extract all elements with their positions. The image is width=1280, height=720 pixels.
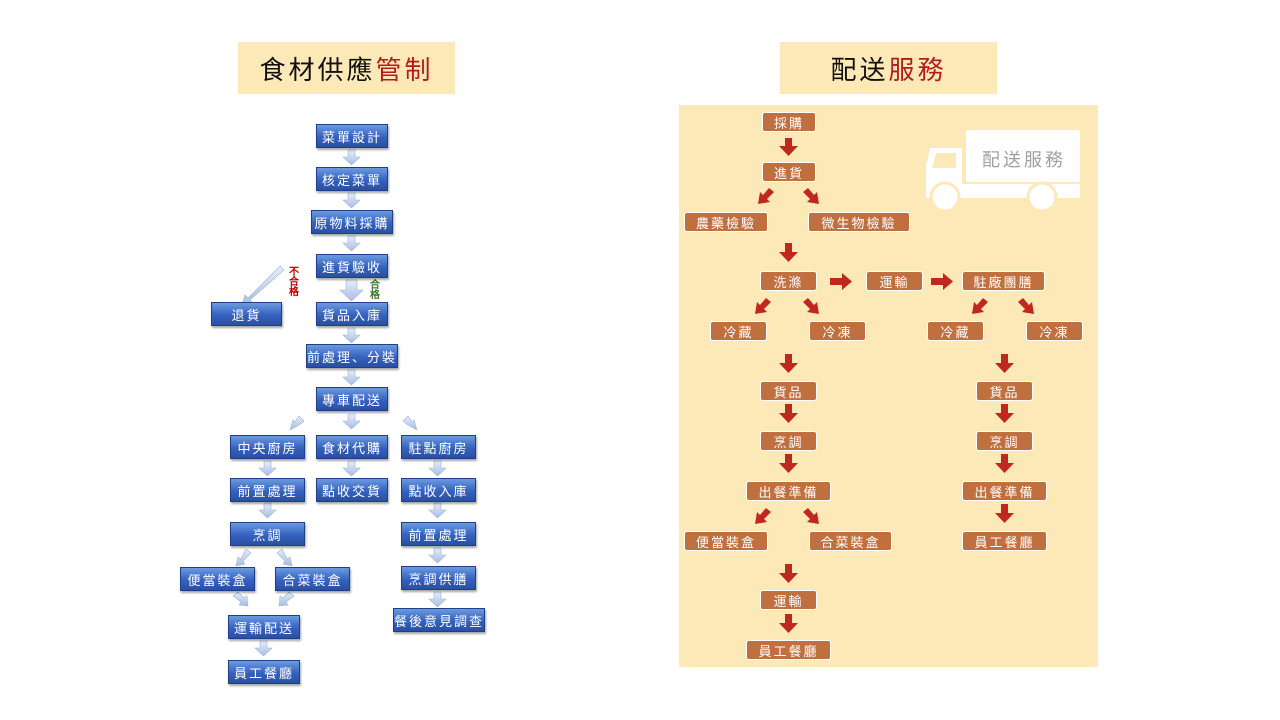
arrow-down-icon bbox=[342, 235, 361, 252]
node-handover: 點收交貨 bbox=[316, 478, 388, 502]
arrow-down-icon bbox=[428, 460, 447, 477]
node-cook-1: 烹調 bbox=[230, 522, 305, 546]
node-cook-serve: 烹調供膳 bbox=[401, 566, 476, 590]
arrow-down-icon bbox=[254, 640, 273, 657]
node-central-kitchen: 中央廚房 bbox=[230, 435, 305, 459]
arrow-down-left-icon bbox=[755, 298, 771, 314]
arrow-down-icon bbox=[342, 327, 361, 344]
arrow-right-icon bbox=[830, 273, 852, 290]
arrow-down-icon bbox=[779, 454, 798, 473]
arrow-down-icon bbox=[342, 413, 361, 430]
r-node-station-meal: 駐廠團膳 bbox=[962, 271, 1045, 291]
node-delivery: 專車配送 bbox=[316, 387, 388, 411]
pass-tag: 合格 bbox=[370, 280, 380, 301]
node-transport: 運輸配送 bbox=[228, 615, 300, 639]
arrow-down-icon bbox=[779, 243, 798, 262]
r-node-pesticide: 農藥檢驗 bbox=[684, 212, 768, 232]
arrow-down-left-icon bbox=[278, 591, 295, 607]
arrow-down-icon bbox=[339, 279, 364, 302]
arrow-down-right-icon bbox=[1018, 298, 1034, 314]
arrow-down-icon bbox=[428, 502, 447, 519]
arrow-down-left-icon bbox=[972, 298, 988, 314]
arrow-down-icon bbox=[342, 369, 361, 386]
arrow-down-right-icon bbox=[803, 508, 819, 524]
arrow-down-icon bbox=[779, 138, 798, 156]
node-menu-design: 菜單設計 bbox=[316, 124, 388, 148]
r-node-transport-mid: 運輸 bbox=[866, 271, 923, 291]
r-node-cook-2: 烹調 bbox=[976, 431, 1033, 451]
r-node-freeze-2: 冷凍 bbox=[1026, 321, 1083, 341]
arrow-down-right-icon bbox=[803, 298, 819, 314]
arrow-down-icon bbox=[342, 460, 361, 477]
r-node-microbe: 微生物檢驗 bbox=[808, 212, 910, 232]
r-node-canteen-2: 員工餐廳 bbox=[962, 531, 1047, 551]
left-title-main: 食材供應 bbox=[259, 55, 376, 86]
arrow-down-icon bbox=[342, 192, 361, 209]
r-node-purchase: 採購 bbox=[762, 112, 816, 132]
node-approve-menu: 核定菜單 bbox=[316, 167, 388, 191]
arrow-right-icon bbox=[931, 273, 953, 290]
r-node-prep-2: 出餐準備 bbox=[962, 481, 1047, 501]
arrow-down-right-icon bbox=[402, 415, 418, 431]
arrow-down-icon bbox=[779, 564, 798, 583]
arrow-down-icon bbox=[779, 614, 798, 633]
r-node-combo: 合菜裝盒 bbox=[809, 531, 892, 551]
r-node-incoming: 進貨 bbox=[762, 162, 816, 182]
node-storage: 貨品入庫 bbox=[316, 302, 388, 326]
node-purchase: 原物料採購 bbox=[311, 210, 393, 234]
node-inspection: 進貨驗收 bbox=[316, 254, 388, 278]
left-title: 食材供應管制 bbox=[238, 42, 455, 94]
node-return: 退貨 bbox=[211, 302, 282, 326]
node-station-kitchen: 駐點廚房 bbox=[401, 435, 476, 459]
arrow-down-icon bbox=[258, 460, 277, 477]
arrow-down-icon bbox=[342, 149, 361, 166]
arrow-down-left-icon bbox=[289, 415, 305, 431]
node-preprocess: 前處理、分裝 bbox=[306, 344, 398, 368]
arrow-down-icon bbox=[779, 404, 798, 423]
r-node-freeze-1: 冷凍 bbox=[809, 321, 866, 341]
node-pre-process-1: 前置處理 bbox=[230, 478, 305, 502]
arrow-down-right-icon bbox=[276, 548, 293, 567]
right-title: 配送服務 bbox=[780, 42, 997, 94]
arrow-down-right-icon bbox=[232, 591, 249, 607]
node-pre-process-2: 前置處理 bbox=[401, 522, 476, 546]
arrow-down-icon bbox=[995, 504, 1014, 523]
arrow-down-icon bbox=[428, 591, 447, 608]
r-node-cold-2: 冷藏 bbox=[927, 321, 984, 341]
right-title-main: 配送 bbox=[830, 55, 889, 86]
left-title-highlight: 管制 bbox=[375, 55, 434, 86]
r-node-transport: 運輸 bbox=[760, 590, 817, 610]
arrow-down-left-icon bbox=[758, 188, 774, 204]
r-node-goods-2: 貨品 bbox=[976, 381, 1033, 401]
r-node-wash: 洗滌 bbox=[760, 271, 817, 291]
arrow-down-right-icon bbox=[803, 188, 819, 204]
arrow-down-icon bbox=[995, 354, 1014, 373]
r-node-cook-1: 烹調 bbox=[760, 431, 817, 451]
arrow-down-left-icon bbox=[755, 508, 771, 524]
arrow-down-icon bbox=[428, 547, 447, 564]
node-food-agent: 食材代購 bbox=[316, 435, 388, 459]
node-lunchbox: 便當裝盒 bbox=[180, 567, 255, 591]
node-combo-box: 合菜裝盒 bbox=[275, 567, 350, 591]
r-node-canteen-1: 員工餐廳 bbox=[746, 640, 831, 660]
arrow-down-icon bbox=[258, 502, 277, 519]
fail-tag: 不合格 bbox=[289, 267, 299, 298]
truck-label: 配送服務 bbox=[982, 150, 1066, 171]
r-node-prep-1: 出餐準備 bbox=[746, 481, 831, 501]
r-node-cold-1: 冷藏 bbox=[710, 321, 767, 341]
node-survey: 餐後意見調查 bbox=[393, 608, 485, 632]
arrow-down-icon bbox=[995, 454, 1014, 473]
node-check-in: 點收入庫 bbox=[401, 478, 476, 502]
node-canteen: 員工餐廳 bbox=[228, 660, 300, 684]
arrow-down-icon bbox=[995, 404, 1014, 423]
r-node-lunchbox: 便當裝盒 bbox=[684, 531, 768, 551]
r-node-goods-1: 貨品 bbox=[760, 381, 817, 401]
arrow-down-icon bbox=[779, 354, 798, 373]
right-title-highlight: 服務 bbox=[888, 55, 947, 86]
arrow-down-left-icon bbox=[235, 548, 252, 567]
